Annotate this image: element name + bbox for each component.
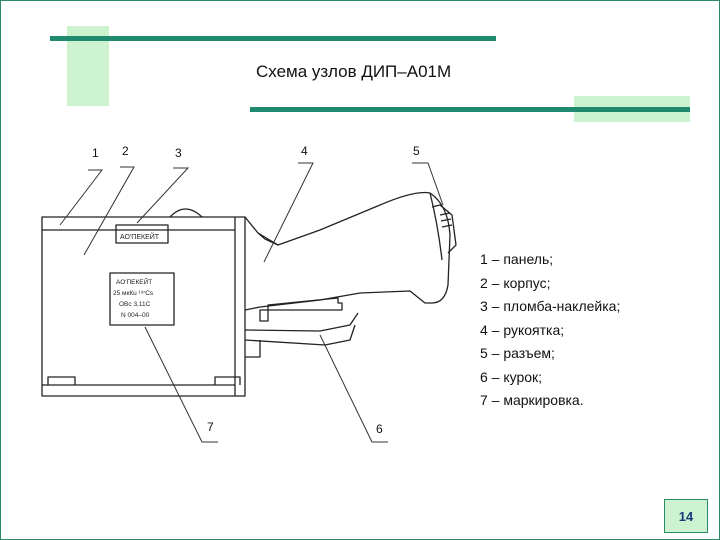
leader-1 bbox=[59, 169, 104, 226]
marking-line-3: ОВс 3,11С bbox=[119, 301, 151, 308]
accent-bar-top bbox=[50, 36, 496, 41]
handle-body bbox=[244, 191, 451, 311]
connector-ribs bbox=[439, 212, 453, 228]
trigger-guard bbox=[244, 312, 359, 332]
legend-item: 4 – рукоятка; bbox=[480, 321, 565, 338]
marking-line-4: N 004–00 bbox=[121, 312, 150, 319]
seal-sticker bbox=[115, 224, 169, 244]
lower-body-bottom bbox=[245, 340, 261, 358]
leader-2 bbox=[83, 166, 135, 256]
callout-6: 6 bbox=[376, 422, 383, 436]
marking-line-2: 25 мкКu ¹³⁷Cs bbox=[113, 290, 154, 297]
accent-bar-right bbox=[250, 107, 690, 112]
legend-list: 1 – панель; 2 – корпус; 3 – пломба-накле… bbox=[480, 248, 620, 413]
leader-6 bbox=[319, 334, 388, 443]
callout-7: 7 bbox=[207, 420, 214, 434]
leader-5 bbox=[412, 162, 444, 206]
foot-right bbox=[214, 376, 241, 385]
callout-1: 1 bbox=[92, 146, 99, 160]
leader-4 bbox=[263, 162, 314, 263]
callout-3: 3 bbox=[175, 146, 182, 160]
legend-item: 3 – пломба-наклейка; bbox=[480, 298, 621, 314]
device-diagram: АО'ПЕКЕЙТ АО'ПЕКЕЙТ 25 мкКu ¹³⁷Cs ОВс 3,… bbox=[41, 144, 457, 443]
legend-item: 2 – корпус; bbox=[480, 274, 551, 291]
body-housing bbox=[41, 216, 246, 397]
legend-item: 6 – курок; bbox=[480, 368, 543, 385]
legend-item: 1 – панель; bbox=[480, 251, 554, 267]
seal-bump bbox=[169, 208, 203, 218]
leader-3 bbox=[136, 167, 190, 224]
callout-4: 4 bbox=[301, 144, 308, 158]
legend-item: 5 – разъем; bbox=[480, 345, 555, 361]
slide-title: Схема узлов ДИП–А01М bbox=[256, 62, 452, 81]
panel-inner-line bbox=[42, 217, 236, 396]
foot-left bbox=[47, 376, 76, 385]
page-number: 14 bbox=[664, 499, 708, 533]
handle-grip-curve bbox=[429, 192, 443, 261]
leader-7 bbox=[144, 326, 218, 443]
marking-plate bbox=[109, 272, 175, 326]
lower-body bbox=[244, 324, 356, 346]
trigger bbox=[259, 297, 343, 322]
seal-sticker-text: АО'ПЕКЕЙТ bbox=[120, 232, 160, 241]
callout-5: 5 bbox=[413, 144, 420, 158]
legend-item: 7 – маркировка. bbox=[480, 392, 584, 408]
callout-2: 2 bbox=[122, 144, 129, 158]
marking-line-1: АО'ПЕКЕЙТ bbox=[116, 277, 152, 286]
connector bbox=[431, 204, 457, 254]
